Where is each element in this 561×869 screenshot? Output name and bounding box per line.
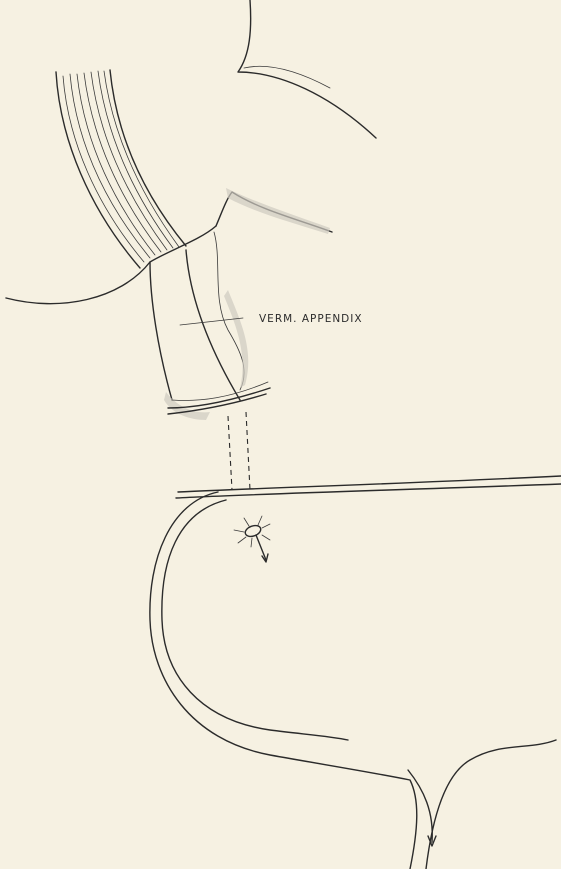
vermiform-appendix: [150, 232, 270, 420]
lower-organ-outline: [150, 476, 561, 869]
dashed-ducts: [228, 412, 250, 490]
striated-bowel-band: [56, 70, 186, 268]
flow-arrow: [408, 770, 436, 846]
label-leader-line: [180, 318, 243, 325]
appendix-label: VERM. APPENDIX: [259, 313, 363, 325]
perforation-point: [234, 516, 270, 562]
caecum-outline: [6, 188, 332, 304]
upper-organ-outline: [238, 0, 376, 138]
